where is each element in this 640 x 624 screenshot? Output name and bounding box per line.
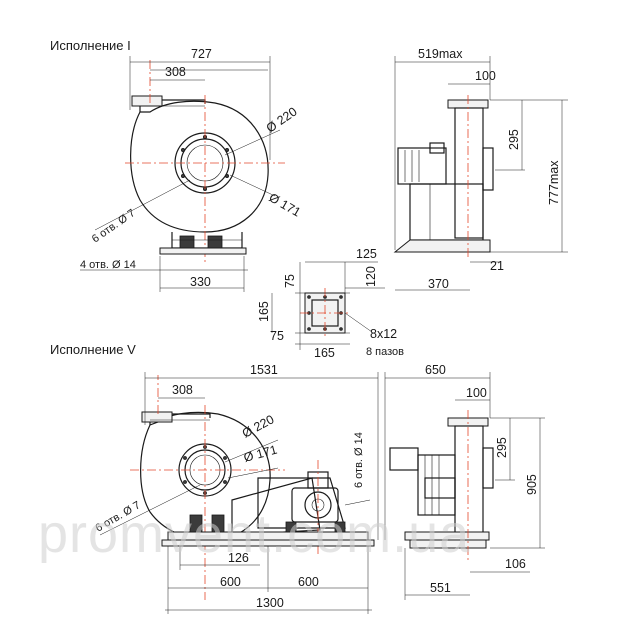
v5-motor-holes: 6 отв. Ø 14: [353, 432, 365, 488]
title-variant-1: Исполнение I: [50, 38, 131, 53]
v1-side-outlet-h: 295: [507, 129, 521, 150]
v1-diam-inlet: Ø 171: [267, 190, 304, 219]
v5-side-height: 905: [525, 474, 539, 495]
variant5-front-view: [99, 372, 379, 614]
v5-dim600a: 600: [220, 575, 241, 589]
v1-side-base-offset: 21: [490, 259, 504, 273]
v1-side-base: 370: [428, 277, 449, 291]
flange-h75b: 75: [270, 329, 284, 343]
v5-dim600b: 600: [298, 575, 319, 589]
v5-diam-flange: Ø 220: [240, 412, 277, 440]
v1-overall-width: 727: [191, 47, 212, 61]
v5-dim126: 126: [228, 551, 249, 565]
v5-side-width: 650: [425, 363, 446, 377]
v1-base-holes: 4 отв. Ø 14: [80, 259, 136, 271]
v1-outlet-offset: 308: [165, 65, 186, 79]
variant1-front-view: [80, 56, 285, 292]
flange-h165: 165: [257, 301, 271, 322]
v5-overall-width: 1531: [250, 363, 278, 377]
v1-diam-flange: Ø 220: [264, 104, 300, 135]
v5-side-base-offset: 106: [505, 557, 526, 571]
v5-side-outlet-h: 295: [495, 437, 509, 458]
flange-h120: 120: [364, 266, 378, 287]
v5-side-base: 551: [430, 581, 451, 595]
v5-outlet-offset: 308: [172, 383, 193, 397]
flange-detail: [271, 261, 385, 350]
v1-side-outlet: 100: [475, 69, 496, 83]
variant1-side-view: [393, 56, 568, 291]
v1-holes: 6 отв. Ø 7: [90, 207, 138, 245]
watermark: promvent.com.ua: [38, 504, 470, 564]
v1-base-width: 330: [190, 275, 211, 289]
flange-w165: 165: [314, 346, 335, 360]
flange-w125: 125: [356, 247, 377, 261]
flange-slots: 8 пазов: [366, 346, 404, 358]
title-variant-5: Исполнение V: [50, 342, 136, 357]
v5-diam-inlet: Ø 171: [242, 443, 279, 465]
flange-h75a: 75: [283, 274, 297, 288]
v5-side-outlet: 100: [466, 386, 487, 400]
flange-slot: 8x12: [370, 327, 397, 341]
v5-base-length: 1300: [256, 596, 284, 610]
v1-side-width: 519max: [418, 47, 463, 61]
variant5-side-view: [384, 372, 545, 600]
v1-side-height: 777max: [547, 160, 561, 205]
